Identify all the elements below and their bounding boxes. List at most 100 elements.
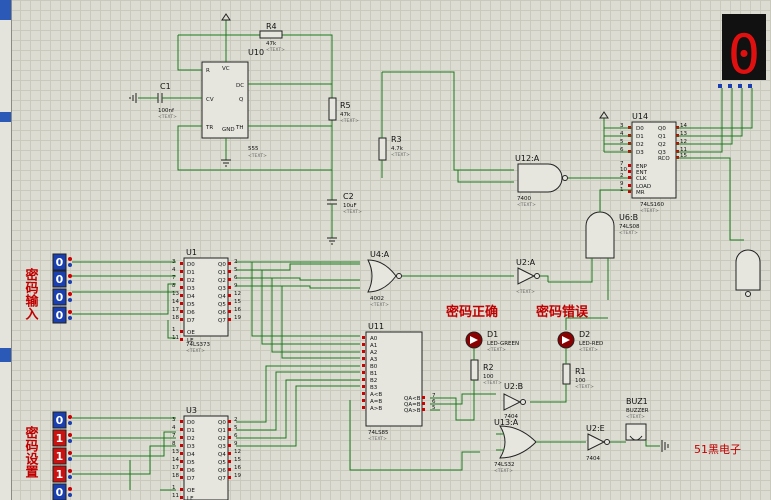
r2-resistor[interactable] bbox=[470, 359, 479, 381]
u11-body[interactable] bbox=[365, 331, 423, 427]
u10-body[interactable] bbox=[201, 61, 249, 139]
r1-value: 100 bbox=[575, 378, 586, 384]
u11-pin-label: A=B bbox=[370, 399, 382, 405]
logic-switch-state: 1 bbox=[56, 468, 64, 481]
c1-ref: C1 bbox=[160, 82, 171, 91]
logic-switch[interactable] bbox=[52, 270, 67, 288]
c2-ref: C2 bbox=[343, 192, 354, 201]
r1-resistor[interactable] bbox=[562, 363, 571, 385]
u1-pin-label: D0 bbox=[187, 262, 195, 268]
pin-marker bbox=[180, 286, 183, 289]
switch-pin-marker bbox=[68, 298, 72, 302]
pin-marker bbox=[628, 170, 631, 173]
u11-pin-number: 6 bbox=[432, 399, 436, 405]
pin-marker bbox=[228, 468, 231, 471]
pin-marker bbox=[422, 402, 425, 405]
logic-switch[interactable] bbox=[52, 447, 67, 465]
buzzer-type: BUZZER bbox=[626, 408, 649, 414]
u11-pin-label: QA=B bbox=[404, 402, 421, 408]
u2e-body[interactable] bbox=[587, 433, 606, 451]
pin-marker bbox=[180, 318, 183, 321]
r3-resistor[interactable] bbox=[378, 137, 387, 161]
u1-body[interactable] bbox=[183, 257, 229, 337]
logic-switch[interactable] bbox=[52, 253, 67, 271]
d1-type: LED-GREEN bbox=[487, 341, 519, 347]
u11-pin-label: A<B bbox=[370, 392, 382, 398]
u14-body[interactable] bbox=[631, 121, 677, 199]
pin-marker bbox=[362, 364, 365, 367]
u3-pin-number: 16 bbox=[234, 465, 241, 471]
r5-resistor[interactable] bbox=[328, 97, 337, 121]
u14-text: <TEXT> bbox=[640, 208, 659, 214]
u14-pin-number: 10 bbox=[620, 167, 627, 173]
switch-pin-marker bbox=[68, 451, 72, 455]
switch-pin-marker bbox=[68, 257, 72, 261]
comparator-u11[interactable]: U11 74LS85 <TEXT> A0A1A2A3B0B1B2B3A<BA=B… bbox=[362, 322, 436, 442]
and-gate-u6b[interactable]: U6:B 74LS08 <TEXT> bbox=[585, 211, 640, 259]
or-gate-u13a[interactable]: U13:A 74LS32 <TEXT> bbox=[494, 418, 537, 474]
vcc-terminal-icon bbox=[221, 13, 231, 21]
pin-marker bbox=[228, 310, 231, 313]
r3-text: <TEXT> bbox=[391, 152, 410, 158]
ground-icon bbox=[129, 93, 137, 103]
latch-control-wires bbox=[129, 320, 176, 491]
logic-switch[interactable] bbox=[52, 429, 67, 447]
r4-resistor[interactable] bbox=[259, 30, 283, 39]
clock-wires bbox=[381, 71, 514, 183]
pin-marker bbox=[228, 428, 231, 431]
u4a-body[interactable] bbox=[367, 259, 397, 293]
counter-u14[interactable]: U14 74LS160 <TEXT> D03D14D25D36ENP7ENT10… bbox=[620, 112, 687, 214]
latch-u3[interactable]: U3 D03D14D27D38D413D514D617D718OE1LE11Q0… bbox=[172, 406, 241, 500]
u2b-body[interactable] bbox=[503, 393, 522, 411]
u13a-body[interactable] bbox=[499, 425, 537, 459]
u14-pin-label: Q0 bbox=[658, 126, 666, 132]
toolbar-selected-segment[interactable] bbox=[0, 0, 11, 20]
c1-capacitor[interactable] bbox=[157, 93, 163, 103]
switch-pin-marker bbox=[68, 457, 72, 461]
u6b-body[interactable] bbox=[585, 211, 615, 259]
u3-pin-number: 3 bbox=[172, 417, 176, 423]
pin-marker bbox=[180, 496, 183, 499]
toolbar-segment[interactable] bbox=[0, 112, 11, 122]
inverter-u2e[interactable]: U2:E 7404 bbox=[586, 424, 610, 462]
u1-pin-number: 8 bbox=[172, 283, 176, 289]
u1-pin-label: D1 bbox=[187, 270, 195, 276]
timer-555-u10[interactable]: U10 555 <TEXT> R VC DC Q CV TR GND TH bbox=[201, 48, 267, 159]
inverter-u2a[interactable]: U2:A <TEXT> bbox=[516, 258, 540, 295]
pin-marker bbox=[362, 385, 365, 388]
inverter-u2b[interactable]: U2:B 7404 bbox=[503, 382, 526, 420]
logic-switch-state: 0 bbox=[56, 414, 64, 427]
c2-capacitor[interactable] bbox=[327, 199, 337, 205]
u3-body[interactable] bbox=[183, 415, 229, 500]
buzzer-body[interactable] bbox=[625, 423, 647, 441]
nand-gate-u12a[interactable]: U12:A 7400 <TEXT> bbox=[515, 154, 568, 208]
u12a-body[interactable] bbox=[517, 163, 563, 193]
nor-gate-u4a[interactable]: U4:A 4002 <TEXT> bbox=[367, 250, 402, 308]
buzzer-buz1[interactable]: BUZ1 BUZZER <TEXT> bbox=[625, 397, 649, 441]
latch-u1[interactable]: U1 74LS373 <TEXT> D03D14D27D38D413D514D6… bbox=[172, 248, 241, 354]
logic-switch[interactable] bbox=[52, 465, 67, 483]
and-gate-right[interactable] bbox=[735, 249, 761, 291]
logic-switch[interactable] bbox=[52, 411, 67, 429]
switch-pin-marker bbox=[68, 493, 72, 497]
u2a-body[interactable] bbox=[517, 267, 536, 285]
toolbar-segment[interactable] bbox=[0, 348, 11, 362]
logic-switch[interactable] bbox=[52, 288, 67, 306]
u3-pin-number: 19 bbox=[234, 473, 241, 479]
u11-pin-number: 7 bbox=[432, 393, 436, 399]
seven-segment-display[interactable] bbox=[722, 14, 766, 80]
pin-marker bbox=[180, 302, 183, 305]
left-toolbar-strip[interactable] bbox=[0, 0, 12, 500]
u1-pin-label: Q7 bbox=[218, 318, 226, 324]
r4-value: 47k bbox=[266, 41, 277, 47]
pin-marker bbox=[628, 190, 631, 193]
pin-marker bbox=[228, 270, 231, 273]
logic-switch[interactable] bbox=[52, 483, 67, 500]
u14-pin-number: 15 bbox=[680, 153, 687, 159]
switch-pin-marker bbox=[68, 292, 72, 296]
logic-switch[interactable] bbox=[52, 306, 67, 324]
u6b-type: 74LS08 bbox=[619, 224, 640, 230]
